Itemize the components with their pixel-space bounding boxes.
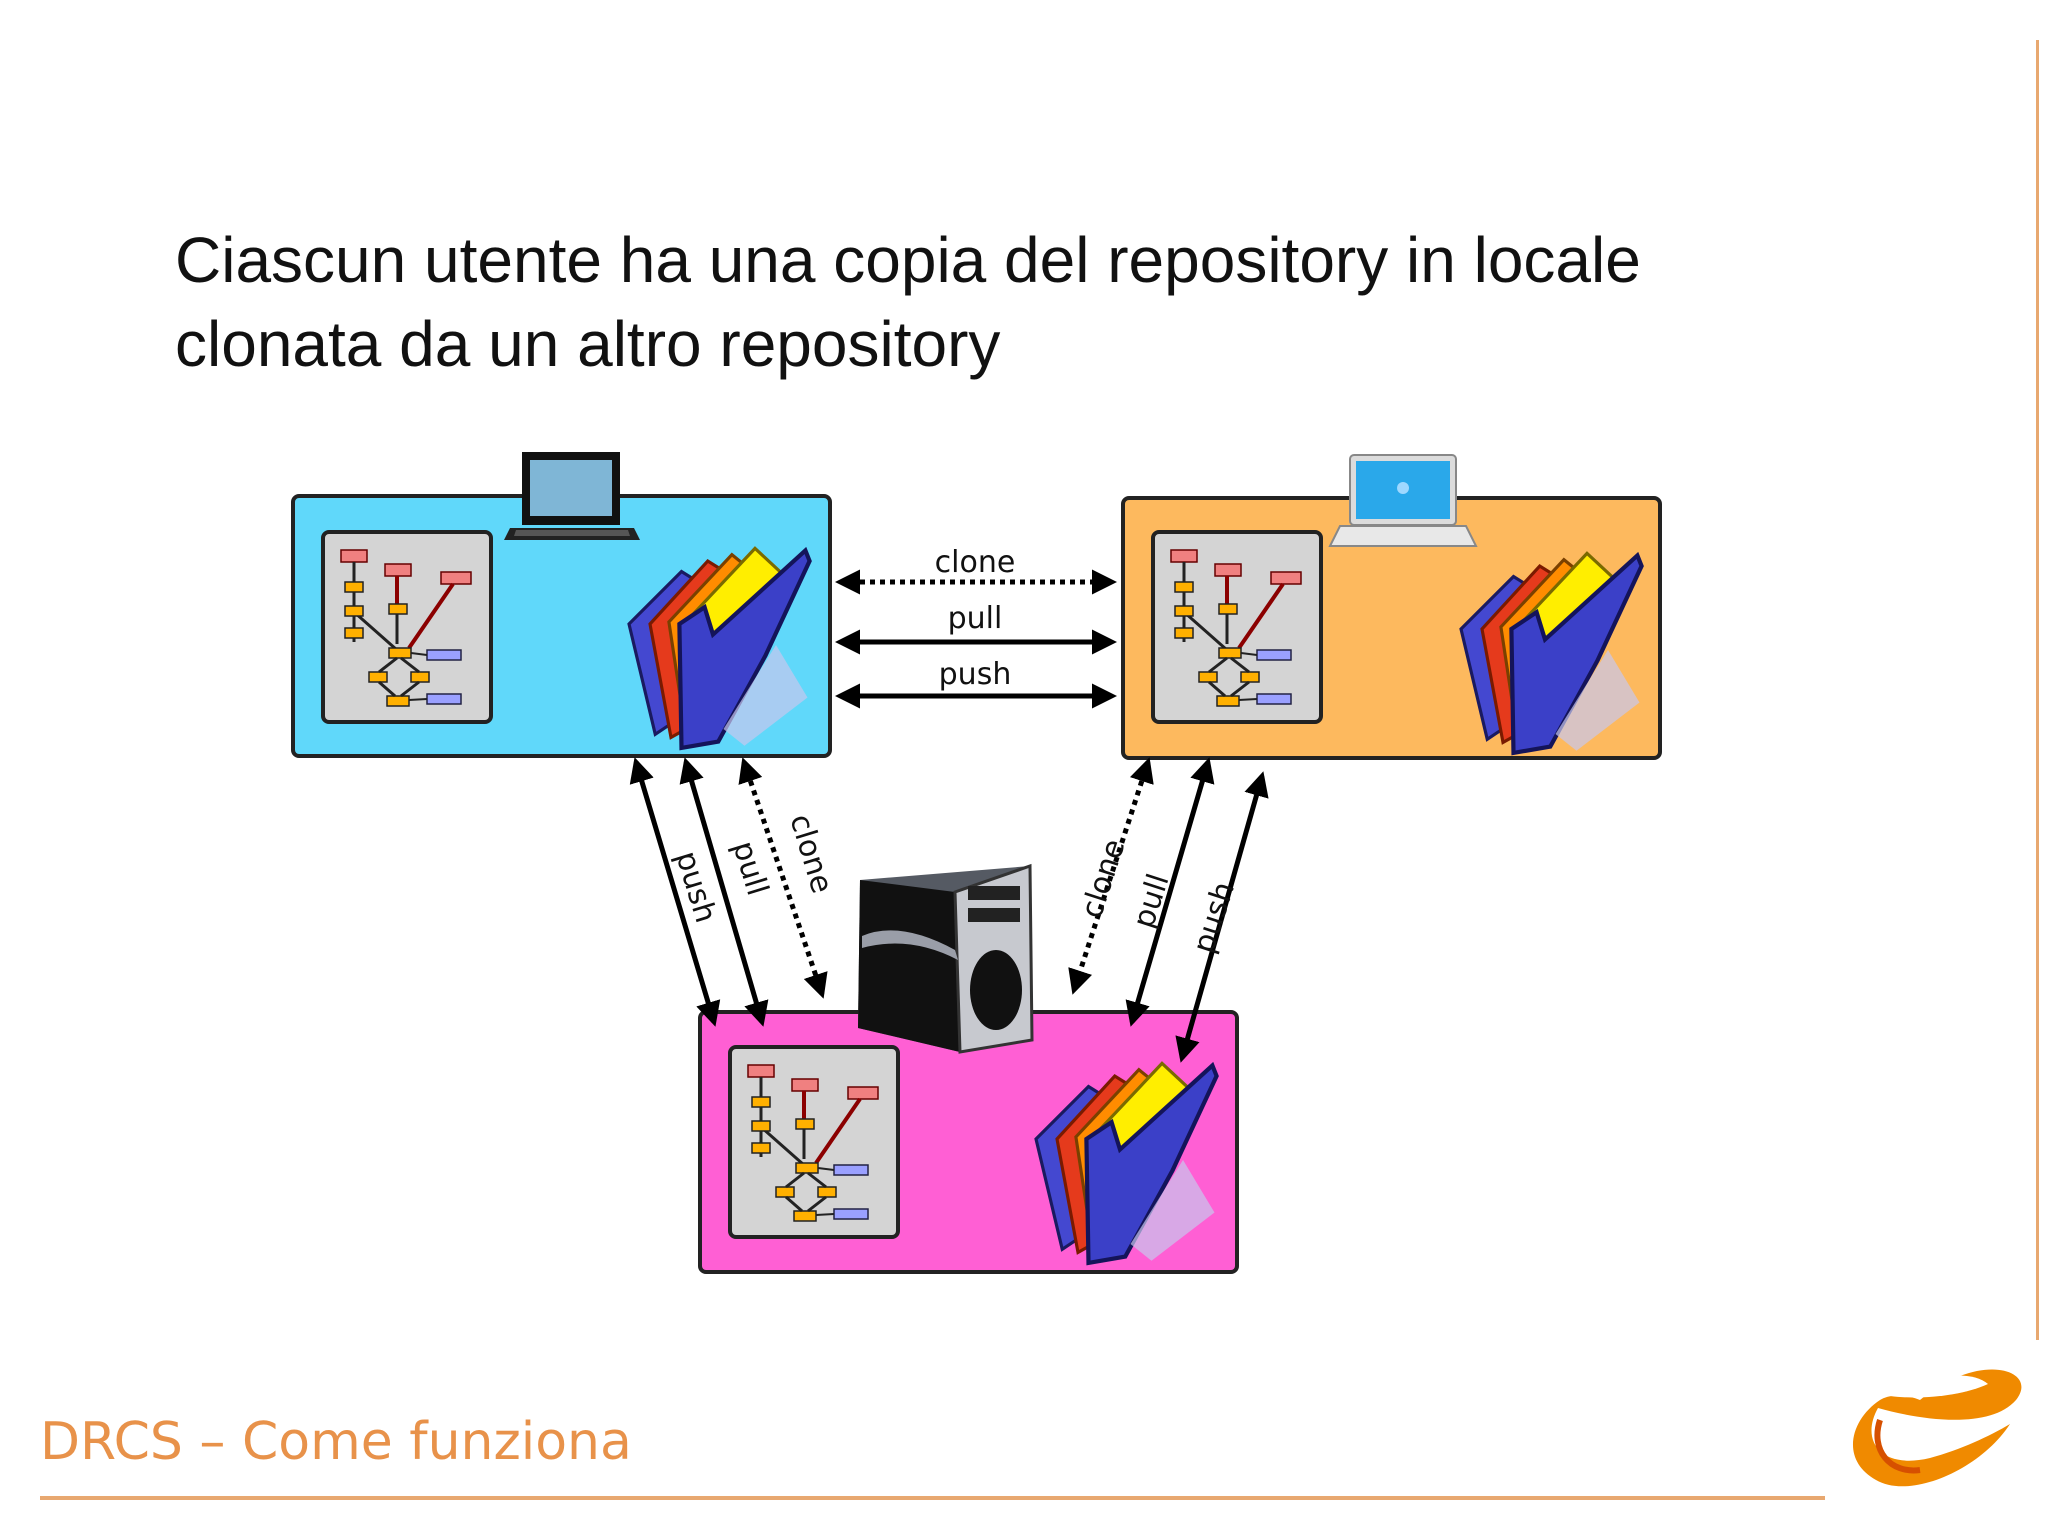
server-tower-icon [858, 863, 1034, 1054]
footer-underline [40, 1496, 1825, 1500]
left-pull-arrow [679, 757, 769, 1027]
title-line-1: Ciascun utente ha una copia del reposito… [175, 224, 1641, 296]
right-push-arrow [1175, 771, 1269, 1063]
title-line-2: clonata da un altro repository [175, 308, 1001, 380]
right-clone-label: clone [1074, 835, 1132, 923]
macbook-icon [1328, 454, 1478, 547]
left-clone-label: clone [782, 810, 839, 897]
footer-title: DRCS – Come funziona [40, 1412, 632, 1472]
right-push-label: push [1186, 878, 1242, 958]
top-clone-label: clone [935, 545, 1016, 580]
right-pull-label: pull [1126, 870, 1176, 933]
left-clone-arrow [738, 757, 828, 999]
laptop-icon [504, 452, 640, 540]
left-pull-label: pull [725, 837, 774, 900]
slide-title: Ciascun utente ha una copia del reposito… [175, 218, 1815, 386]
top-pull-label: pull [948, 601, 1003, 636]
right-accent-line [2036, 40, 2039, 1340]
top-push-label: push [939, 657, 1012, 692]
e-logo [1852, 1369, 2022, 1487]
